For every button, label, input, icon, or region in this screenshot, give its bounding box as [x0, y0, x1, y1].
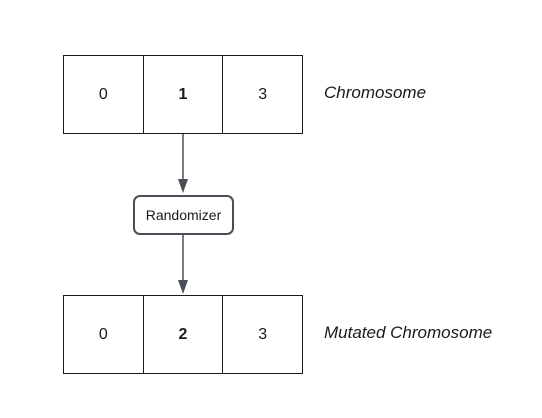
- gene-cell-1: 1: [142, 56, 223, 133]
- mutated-gene-cell-0: 0: [98, 325, 108, 343]
- mutated-gene-cell-2: 3: [222, 296, 302, 373]
- randomizer-node: Randomizer: [133, 195, 234, 235]
- mutated-chromosome-label: Mutated Chromosome: [324, 323, 493, 342]
- arrow-randomizer-to-mutated: [178, 235, 188, 294]
- arrow-chromosome-to-randomizer: [178, 134, 188, 193]
- chromosome-label: Chromosome: [324, 83, 427, 102]
- chromosome-box: 0 1 3: [63, 55, 303, 134]
- gene-cell-0: 0: [98, 85, 108, 103]
- mutated-gene-cell-1: 2: [142, 296, 223, 373]
- gene-cell-2: 3: [222, 56, 302, 133]
- mutated-chromosome-box: 0 2 3: [63, 295, 303, 374]
